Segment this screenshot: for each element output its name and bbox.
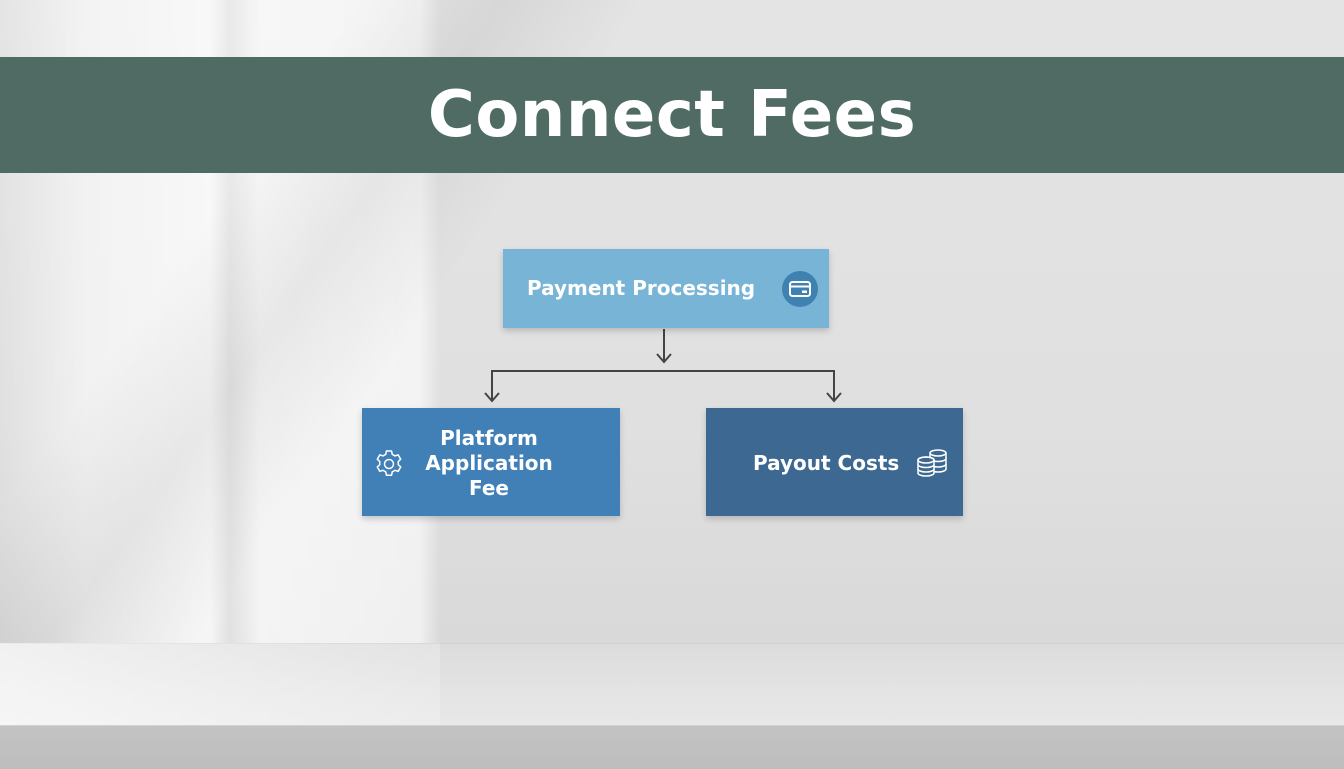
title-banner: Connect Fees — [0, 57, 1344, 173]
gear-icon — [373, 448, 405, 486]
floor-glare — [0, 643, 440, 725]
coins-icon — [915, 448, 949, 483]
label-line: Platform — [440, 426, 538, 450]
right-arrow-head — [826, 392, 842, 403]
root-arrow-head — [656, 353, 672, 364]
payout-costs-label: Payout Costs — [753, 451, 900, 475]
page-title: Connect Fees — [427, 78, 917, 152]
platform-application-fee-label: Platform Application Fee — [414, 426, 564, 501]
platform-application-fee-node: Platform Application Fee — [362, 408, 620, 516]
branch-connector — [491, 370, 835, 400]
left-arrow-head — [484, 392, 500, 403]
floor-edge — [0, 725, 1344, 769]
credit-card-icon — [782, 271, 818, 307]
payout-costs-node: Payout Costs — [706, 408, 963, 516]
payment-processing-label: Payment Processing — [527, 276, 756, 300]
payment-processing-node: Payment Processing — [503, 249, 829, 328]
label-line: Application — [425, 451, 553, 475]
label-line: Fee — [469, 476, 509, 500]
